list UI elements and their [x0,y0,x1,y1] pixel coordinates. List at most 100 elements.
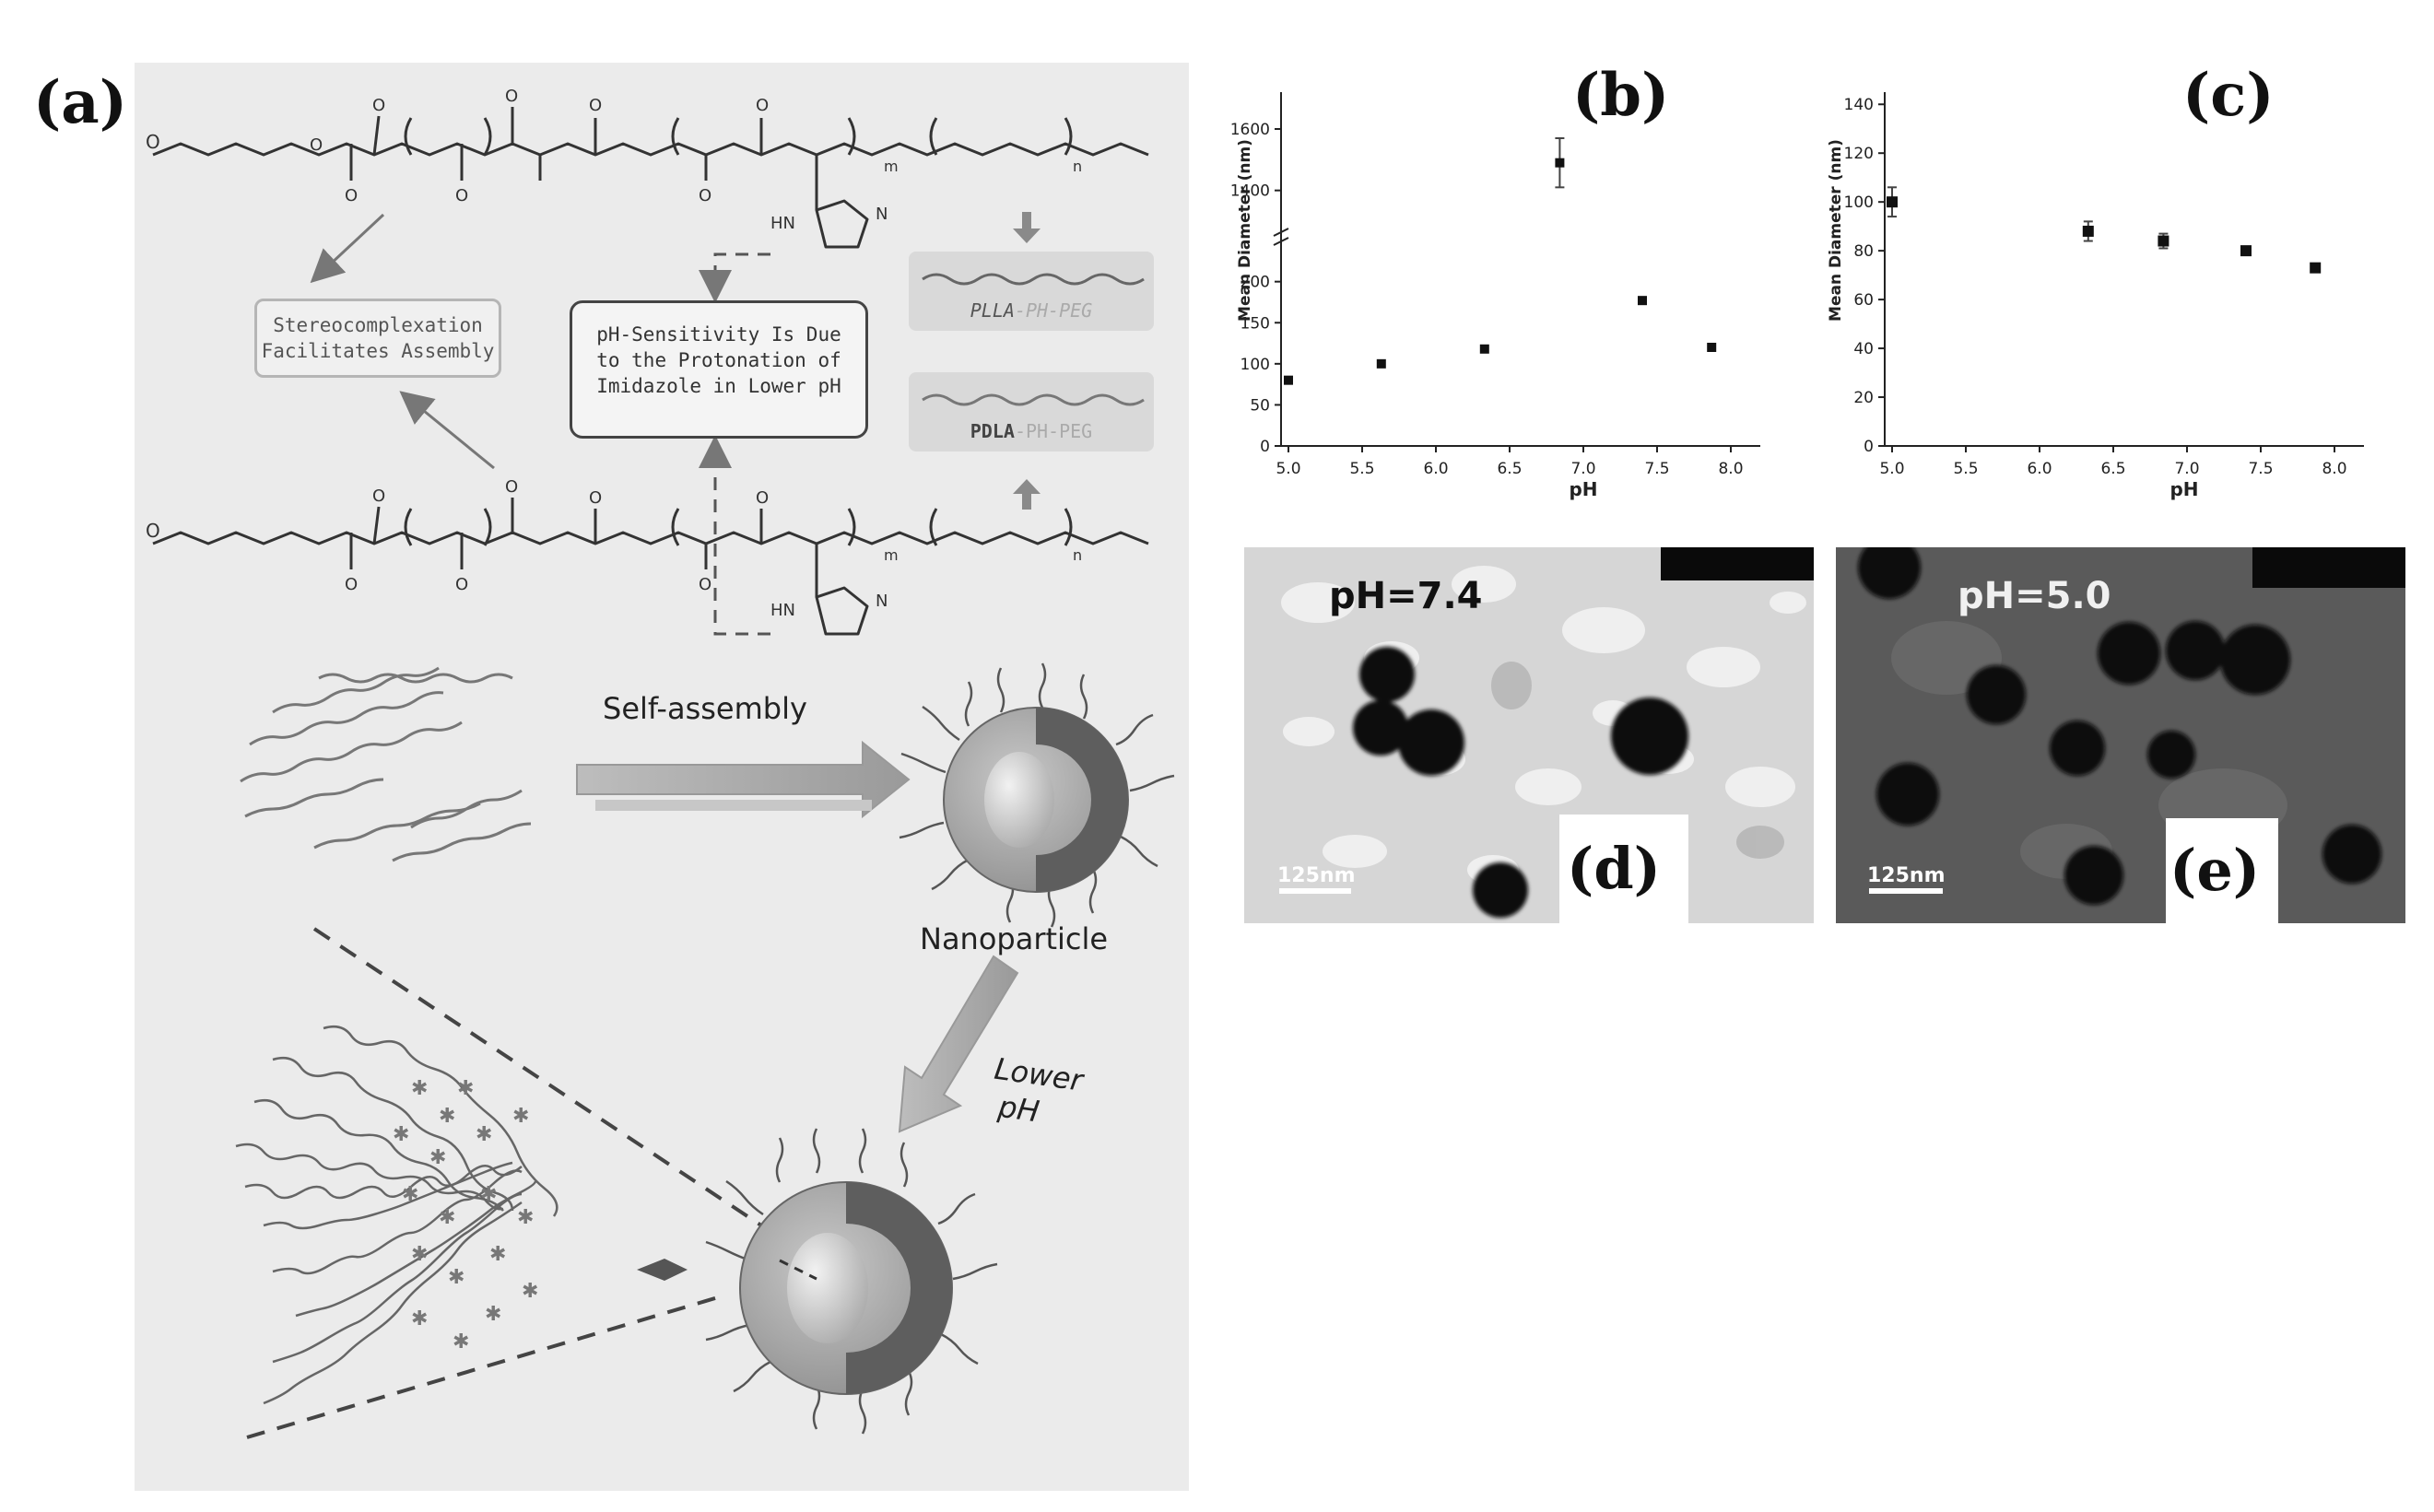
protonation-marks: ✱✱✱ ✱✱✱ ✱✱✱ ✱✱✱ ✱✱✱ ✱✱✱ [393,1077,538,1354]
polymer-chain-bottom [152,498,1149,636]
chart-c-y-tick-label: 120 [1844,145,1874,163]
chart-b-x-tick-label: 8.0 [1718,460,1743,478]
chart-b-point [1284,375,1293,385]
chart-b-x-tick-label: 5.0 [1276,460,1300,478]
svg-text:O: O [589,488,602,508]
cone-line-top [312,927,763,1227]
panel-label-d: (d) [1567,835,1662,902]
svg-text:O: O [589,96,602,115]
chart-b-y-tick-label: 200 [1241,274,1270,292]
chart-c-y-tick-label: 40 [1853,340,1874,358]
chart-c-x-tick-label: 7.5 [2248,460,2273,478]
chem-n-top: N [876,205,888,224]
chart-c-xlabel: pH [2169,478,2198,500]
panel-label-a: (a) [33,68,128,137]
svg-text:O: O [505,87,518,106]
svg-text:✱: ✱ [517,1206,534,1229]
svg-text:O: O [756,96,769,115]
pdla-legend: PDLA-PH-PEG [909,372,1154,451]
scheme-drawing: O O O O O O O O O HN N m n [146,87,1175,1439]
panel-label-e: (e) [2169,837,2261,904]
chain-junction [637,1259,688,1281]
chart-b-y-tick-label: 50 [1250,396,1270,415]
svg-text:O: O [455,186,468,205]
svg-text:O: O [310,135,323,155]
svg-text:✱: ✱ [411,1243,428,1266]
svg-text:✱: ✱ [439,1206,455,1229]
tem-d-label-box [1559,815,1688,923]
pdla-suffix: -PH-PEG [1014,420,1093,442]
plla-suffix: -PH-PEG [1014,299,1093,322]
chart-c-x-tick-label: 6.5 [2100,460,2125,478]
tem-image-d: pH=7.4 125nm (d) [1244,547,1814,923]
scheme-panel: O O O O O O O O O HN N m n [135,63,1189,1491]
tem-image-e: pH=5.0 125nm (e) [1836,547,2405,923]
chart-b-y-tick-label: 100 [1241,356,1270,374]
chart-c-point [2158,235,2169,247]
chart-c-y-tick-label: 20 [1853,389,1874,407]
chart-b-x-tick-label: 6.5 [1497,460,1522,478]
pdla-prefix: PDLA [970,420,1015,442]
chart-b-point [1479,344,1489,354]
svg-text:O: O [345,186,358,205]
chart-c-y-tick-label: 60 [1853,291,1874,310]
svg-text:✱: ✱ [512,1105,529,1128]
chart-c-y-tick-label: 80 [1853,242,1874,261]
svg-text:O: O [505,477,518,497]
chem-m-bottom: m [884,546,899,564]
chem-hn-bottom: HN [770,601,795,620]
nanoparticle-bottom [705,1128,998,1435]
chart-c-point [1887,196,1898,208]
chem-nsub-top: n [1073,158,1082,175]
svg-text:✱: ✱ [448,1266,464,1289]
svg-text:✱: ✱ [480,1183,497,1206]
ph-line-2: to the Protonation of [596,349,841,371]
svg-text:O: O [146,520,160,542]
chart-c-y-tick-label: 140 [1844,96,1874,114]
chart-b-axis-break [1273,228,1289,246]
plla-chain-icon [922,273,1145,286]
panel-label-c: (c) [2182,61,2275,130]
lower-ph-label: Lower pH [987,1050,1086,1136]
chart-c-x-tick-label: 6.0 [2027,460,2052,478]
chart-c-point [2082,225,2094,237]
chart-c-x-tick-label: 5.5 [1953,460,1978,478]
tem-e-scale-label: 125nm [1867,864,1946,887]
ph-line-3: Imidazole in Lower pH [596,375,841,397]
chart-b-x-tick-label: 6.0 [1423,460,1448,478]
plla-legend: PLLA-PH-PEG [909,252,1154,331]
svg-text:✱: ✱ [393,1123,409,1146]
chem-hn-top: HN [770,214,795,233]
svg-text:O: O [455,575,468,594]
svg-text:✱: ✱ [429,1146,446,1169]
chem-nsub-bottom: n [1073,546,1082,564]
svg-text:✱: ✱ [489,1243,506,1266]
zoomed-chains [235,1026,559,1405]
stereocomplexation-box: Stereocomplexation Facilitates Assembly [254,299,501,378]
ph-sensitivity-box: pH-Sensitivity Is Due to the Protonation… [570,300,868,439]
down-block-arrow [1013,212,1041,243]
chem-m-top: m [884,158,899,175]
chart-c-point [2310,262,2322,274]
pdla-chain-icon [922,393,1145,406]
ph-line-1: pH-Sensitivity Is Due [596,323,841,346]
polymer-chain-top [152,107,1149,249]
chart-b-point [1555,158,1565,168]
tem-d-scale-label: 125nm [1277,864,1356,887]
chart-c-y-tick-label: 100 [1844,193,1874,212]
chem-n-bottom: N [876,592,888,611]
nanoparticle-label: Nanoparticle [920,921,1109,956]
svg-text:O: O [756,488,769,508]
svg-text:✱: ✱ [439,1105,455,1128]
svg-text:✱: ✱ [402,1183,418,1206]
self-assembly-arrow [576,740,911,819]
svg-text:O: O [699,186,711,205]
chart-b-y-tick-label: 1600 [1230,121,1270,139]
svg-text:✱: ✱ [457,1077,474,1100]
svg-text:✱: ✱ [411,1077,428,1100]
dashed-arrow-bottom [699,435,770,636]
chart-b-point [1638,296,1647,306]
tem-d-scalebar [1279,888,1351,894]
svg-text:O: O [699,575,711,594]
